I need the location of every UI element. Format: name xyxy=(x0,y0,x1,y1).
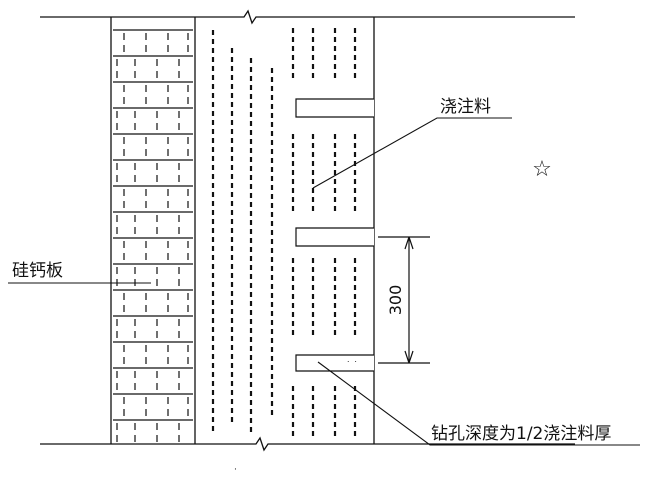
dimension-300 xyxy=(378,236,430,364)
pour-material-leader xyxy=(312,117,512,189)
drill-hole-2 xyxy=(295,227,374,247)
star-mark: ☆ xyxy=(532,157,552,182)
calcium-silicate-board-label: 硅钙板 xyxy=(12,261,63,281)
bottom-boundary-line xyxy=(40,436,575,452)
calcium-silicate-board-hatch xyxy=(113,29,193,442)
leader-lines xyxy=(8,117,640,446)
drill-depth-leader xyxy=(317,361,640,446)
pour-material-label: 浇注料 xyxy=(440,97,491,117)
hole-dot-marks: ˙ ˙ xyxy=(346,361,358,371)
stray-dot: · xyxy=(234,465,237,475)
dimension-text: 300 xyxy=(386,285,405,316)
pour-material-hatch xyxy=(211,28,357,436)
top-boundary-line xyxy=(40,9,575,25)
drill-holes xyxy=(295,98,374,372)
drill-hole-1 xyxy=(295,98,374,118)
drill-depth-label: 钻孔深度为1/2浇注料厚 xyxy=(431,424,611,444)
drill-hole-3 xyxy=(295,354,374,372)
dimension-arrow-bottom xyxy=(404,350,414,364)
boundary-lines xyxy=(40,9,575,452)
dimension-arrow-top xyxy=(404,236,414,250)
